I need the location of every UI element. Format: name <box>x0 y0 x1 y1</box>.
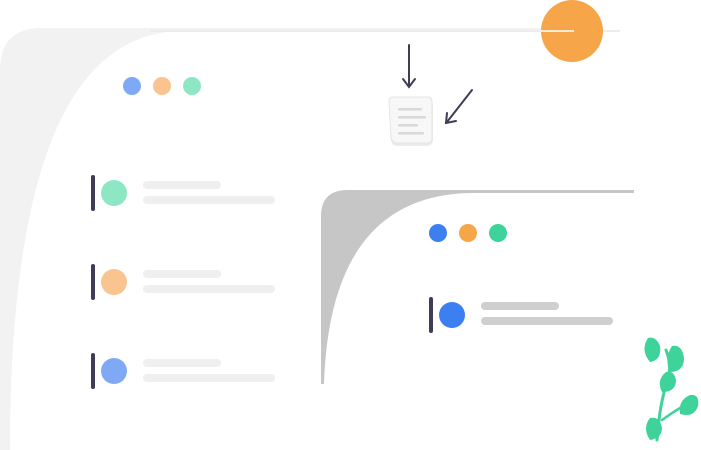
window-dot-green <box>183 77 201 95</box>
window-dot-orange <box>153 77 171 95</box>
placeholder-line-short <box>143 270 221 278</box>
window-dot-blue <box>429 224 447 242</box>
avatar <box>101 358 127 384</box>
arrow-diagonal-icon <box>444 89 473 125</box>
window-dot-blue <box>123 77 141 95</box>
placeholder-line-short <box>143 181 221 189</box>
placeholder-line-long <box>143 196 275 204</box>
avatar <box>101 180 127 206</box>
list-item-marker <box>91 175 95 211</box>
front-window-card <box>324 193 634 384</box>
window-dot-orange <box>459 224 477 242</box>
front-window <box>321 190 634 384</box>
list-item-marker <box>429 297 433 333</box>
placeholder-line-long <box>143 374 275 382</box>
placeholder-line-short <box>143 359 221 367</box>
document-icon <box>388 96 433 146</box>
placeholder-line-short <box>481 302 559 310</box>
placeholder-line-long <box>143 285 275 293</box>
list-item <box>91 264 275 300</box>
window-dot-green <box>489 224 507 242</box>
arrow-down-icon <box>402 44 416 89</box>
avatar <box>439 302 465 328</box>
list-item-marker <box>91 264 95 300</box>
list-item <box>429 297 613 333</box>
list-item <box>91 175 275 211</box>
list-item <box>91 353 275 389</box>
placeholder-line-long <box>481 317 613 325</box>
list-item-marker <box>91 353 95 389</box>
plant-icon <box>644 337 699 442</box>
avatar <box>101 269 127 295</box>
